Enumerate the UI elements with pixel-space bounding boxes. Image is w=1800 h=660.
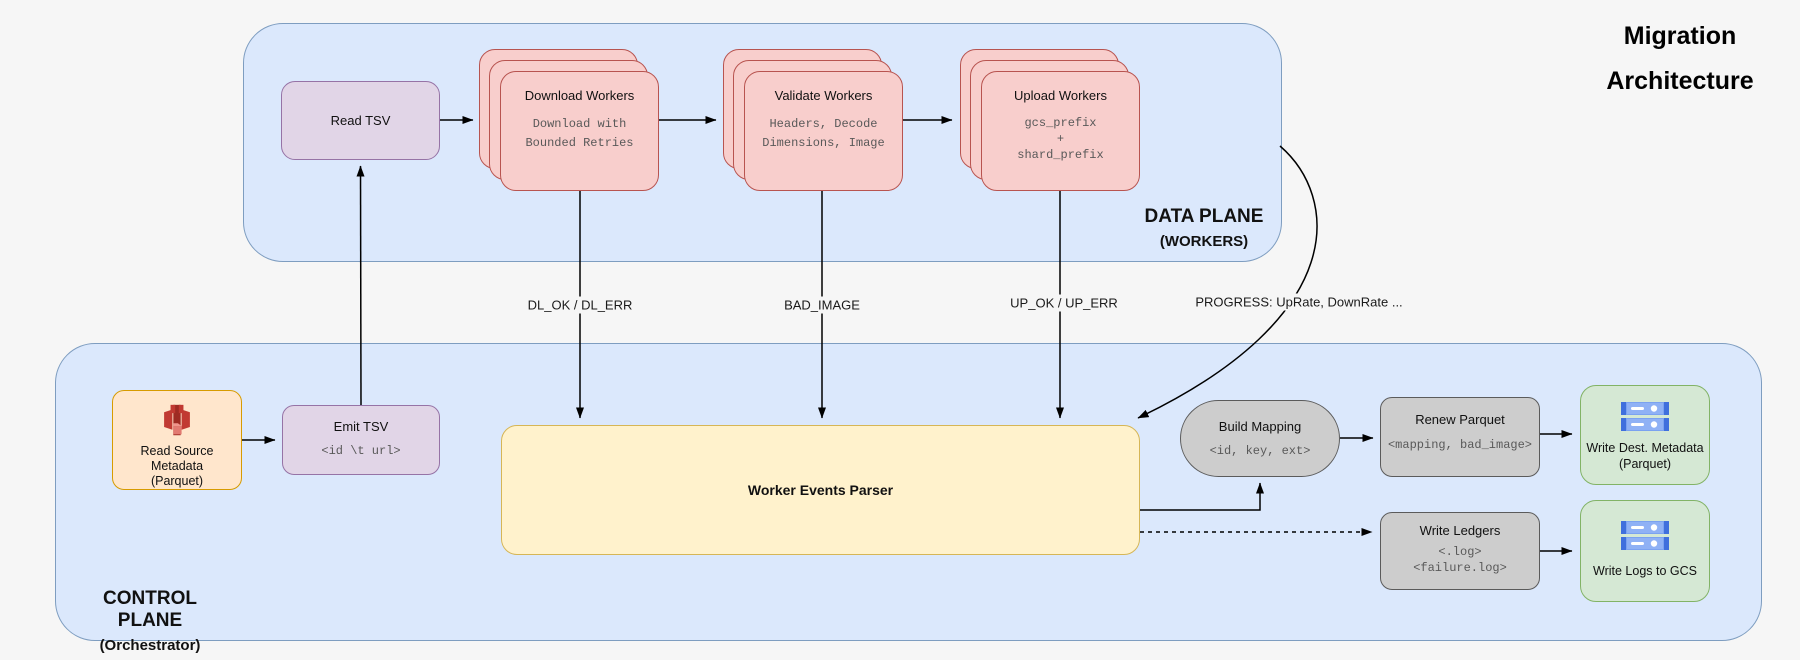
s3-bucket-icon <box>164 404 190 436</box>
emit-tsv-label: Emit TSV <box>333 419 389 434</box>
control-plane-subtitle: (Orchestrator) <box>99 637 201 654</box>
control-plane-label: CONTROL PLANE (Orchestrator) <box>70 588 230 654</box>
upload-workers-label: Upload Workers <box>1014 88 1107 103</box>
data-plane-subtitle: (WORKERS) <box>1159 233 1249 250</box>
renew-parquet-detail: <mapping, bad_image> <box>1387 438 1533 452</box>
write-ledgers-detail-line: <failure.log> <box>1413 561 1507 575</box>
upload-detail-line: shard_prefix <box>1017 148 1104 162</box>
server-stack-icon <box>1621 402 1669 431</box>
build-mapping-detail: <id, key, ext> <box>1209 443 1311 458</box>
server-stack-icon <box>1621 521 1669 550</box>
read-source-metadata-label: Read Source Metadata <box>140 444 214 473</box>
node-validate-workers: Validate Workers Headers, Decode Dimensi… <box>723 49 904 192</box>
validate-detail-line: Headers, Decode <box>769 117 878 131</box>
download-workers-label: Download Workers <box>524 88 635 103</box>
write-ledgers-detail-line: <.log> <box>1438 545 1482 559</box>
validate-detail-line: Dimensions, Image <box>762 136 885 150</box>
data-plane-title: DATA PLANE <box>1144 206 1264 227</box>
download-workers-card-front: Download Workers Download with Bounded R… <box>500 71 659 191</box>
upload-workers-card-front: Upload Workers gcs_prefix + shard_prefix <box>981 71 1140 191</box>
write-dest-metadata-sublabel: (Parquet) <box>1618 457 1672 471</box>
control-plane-title: CONTROL PLANE <box>103 588 197 631</box>
renew-parquet-label: Renew Parquet <box>1415 412 1505 427</box>
edge-label-progress: PROGRESS: UpRate, DownRate ... <box>1191 293 1407 311</box>
upload-detail-line: gcs_prefix <box>1024 116 1097 130</box>
node-read-tsv: Read TSV <box>281 81 440 160</box>
worker-events-parser-label: Worker Events Parser <box>747 482 894 498</box>
edge-label-up-events: UP_OK / UP_ERR <box>1006 294 1122 312</box>
read-tsv-label: Read TSV <box>330 113 391 128</box>
validate-workers-label: Validate Workers <box>774 88 873 103</box>
download-detail-line: Download with <box>532 117 627 131</box>
read-source-metadata-sublabel: (Parquet) <box>150 474 204 488</box>
node-build-mapping: Build Mapping <id, key, ext> <box>1180 400 1340 477</box>
edge-label-bad-image: BAD_IMAGE <box>780 296 864 314</box>
download-detail-line: Bounded Retries <box>525 136 634 150</box>
build-mapping-label: Build Mapping <box>1218 418 1302 434</box>
node-worker-events-parser: Worker Events Parser <box>501 425 1140 555</box>
node-write-ledgers: Write Ledgers <.log> <failure.log> <box>1380 512 1540 590</box>
edge-label-dl-events: DL_OK / DL_ERR <box>523 296 637 314</box>
node-download-workers: Download Workers Download with Bounded R… <box>479 49 660 192</box>
upload-workers-detail: gcs_prefix + shard_prefix <box>1017 115 1103 163</box>
node-renew-parquet: Renew Parquet <mapping, bad_image> <box>1380 397 1540 477</box>
write-logs-gcs-label: Write Logs to GCS <box>1593 564 1697 578</box>
node-upload-workers: Upload Workers gcs_prefix + shard_prefix <box>960 49 1141 192</box>
validate-workers-detail: Headers, Decode Dimensions, Image <box>762 115 884 153</box>
node-emit-tsv: Emit TSV <id \t url> <box>282 405 440 475</box>
node-read-source-metadata: Read Source Metadata (Parquet) <box>112 390 242 490</box>
download-workers-detail: Download with Bounded Retries <box>525 115 633 153</box>
write-ledgers-label: Write Ledgers <box>1419 523 1501 538</box>
emit-tsv-detail: <id \t url> <box>321 444 401 458</box>
upload-detail-line: + <box>1056 132 1065 146</box>
page-title-line1: Migration <box>1623 22 1737 50</box>
data-plane-label: DATA PLANE (WORKERS) <box>1124 206 1284 250</box>
node-write-logs-gcs: Write Logs to GCS <box>1580 500 1710 602</box>
node-write-dest-metadata: Write Dest. Metadata (Parquet) <box>1580 385 1710 485</box>
page-title-line2: Architecture <box>1606 67 1754 95</box>
write-dest-metadata-label: Write Dest. Metadata <box>1586 441 1704 455</box>
validate-workers-card-front: Validate Workers Headers, Decode Dimensi… <box>744 71 903 191</box>
page-title: Migration Architecture <box>1580 14 1780 104</box>
write-ledgers-detail: <.log> <failure.log> <box>1413 544 1507 576</box>
